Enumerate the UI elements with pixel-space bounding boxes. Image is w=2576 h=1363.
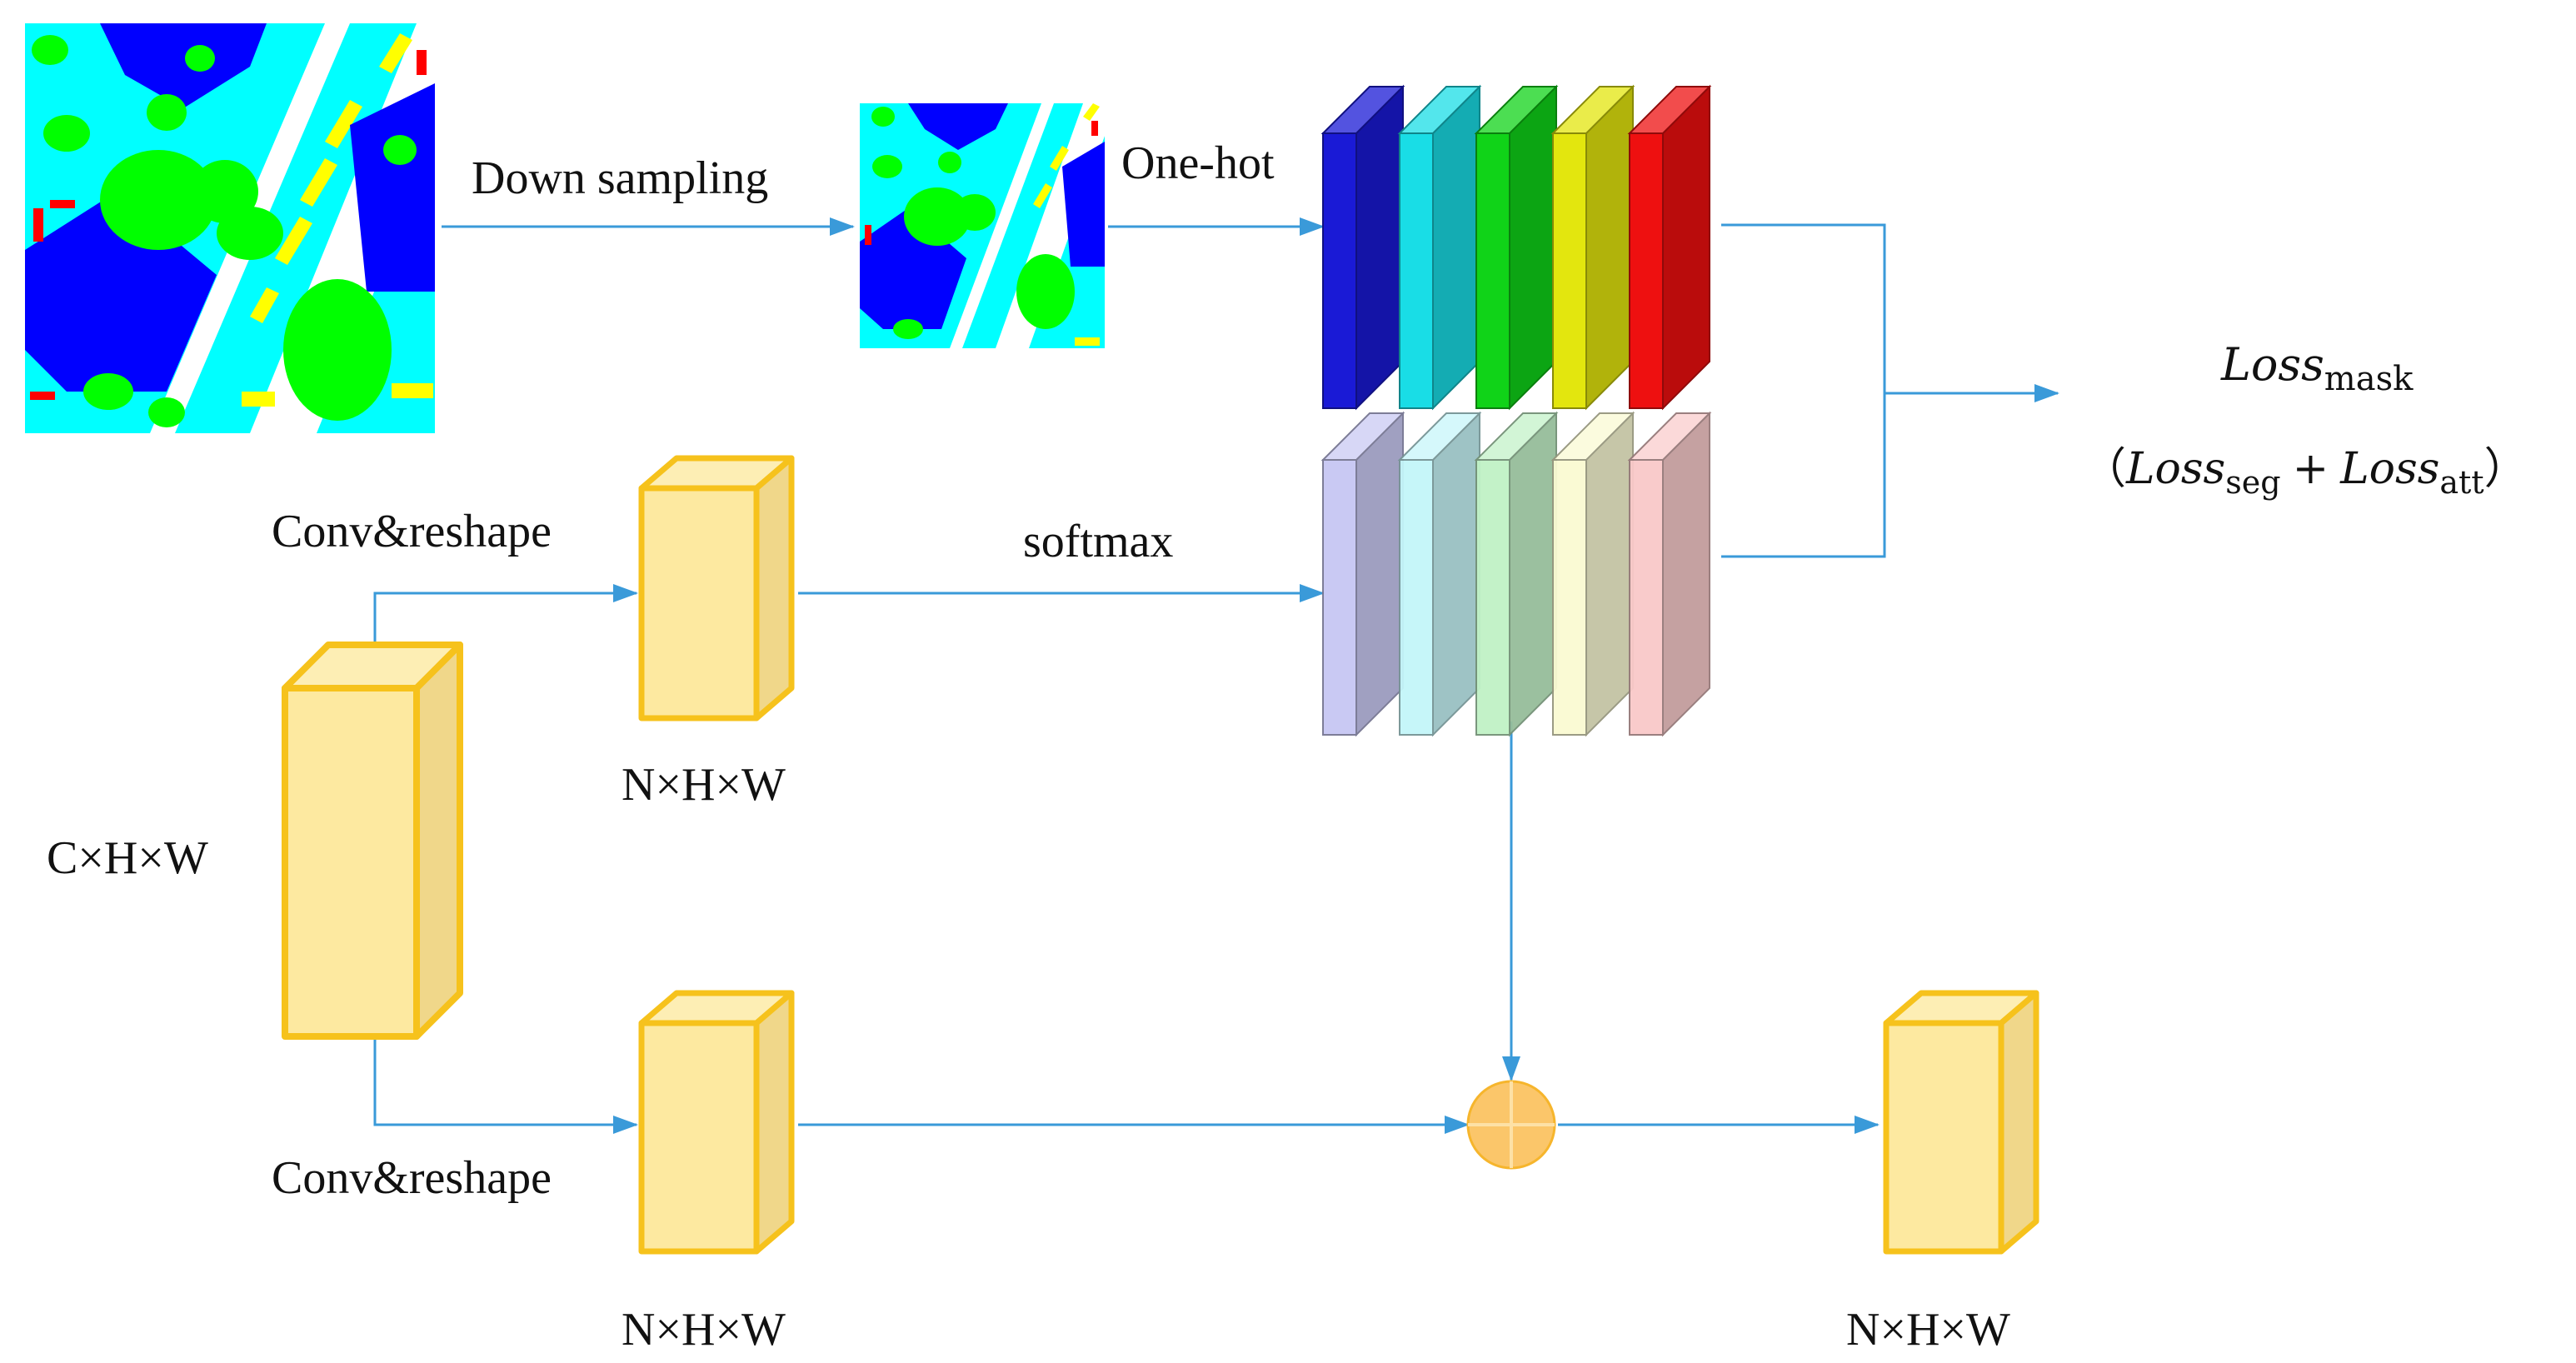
loss-composition: （Lossseg+Lossatt） (2083, 444, 2528, 501)
label-one-hot: One-hot (1121, 137, 1275, 189)
one-hot-slab-3 (1474, 84, 1559, 411)
softmax-stack (1320, 411, 1712, 737)
softmax-slab-5 (1627, 411, 1712, 737)
one-hot-slab-1 (1320, 84, 1405, 411)
label-output-dims: N×H×W (1846, 1304, 2010, 1356)
one-hot-slab-4 (1550, 84, 1635, 411)
arrow-conv-top (373, 584, 638, 653)
label-down-sampling: Down sampling (472, 152, 768, 204)
loss-att-sub: att (2439, 464, 2484, 501)
bottom-branch-block (638, 990, 795, 1255)
loss-mask: Lossmask (2220, 338, 2414, 398)
label-map-large-image (25, 23, 435, 433)
label-conv-reshape-bottom: Conv&reshape (272, 1152, 552, 1204)
loss-plus: + (2293, 444, 2329, 494)
top-branch-block (638, 455, 795, 721)
loss-seg-sub: seg (2225, 464, 2280, 501)
label-map-small-image (860, 103, 1105, 348)
one-hot-slab-2 (1397, 84, 1482, 411)
loss-mask-base: Loss (2220, 338, 2324, 391)
output-block (1883, 990, 2039, 1255)
connector-onehot-out (1721, 223, 1886, 558)
loss-close-paren: ） (2484, 444, 2528, 494)
softmax-slab-4 (1550, 411, 1635, 737)
loss-open-paren: （ (2083, 444, 2126, 494)
one-hot-slab-5 (1627, 84, 1712, 411)
softmax-slab-2 (1397, 411, 1482, 737)
arrow-conv-bottom (373, 1036, 638, 1134)
input-feature-block (282, 642, 463, 1040)
loss-att-base: Loss (2339, 444, 2439, 494)
label-conv-reshape-top: Conv&reshape (272, 506, 552, 557)
softmax-slab-3 (1474, 411, 1559, 737)
label-top-branch-dims: N×H×W (622, 759, 786, 811)
loss-mask-sub: mask (2324, 360, 2414, 398)
label-bottom-branch-dims: N×H×W (622, 1304, 786, 1356)
softmax-slab-1 (1320, 411, 1405, 737)
arrows (373, 217, 2059, 1134)
label-softmax: softmax (1023, 516, 1173, 567)
element-wise-sum-icon (1466, 1080, 1556, 1170)
label-input-dims: C×H×W (47, 832, 208, 884)
loss-seg-base: Loss (2125, 444, 2225, 494)
one-hot-stack (1320, 84, 1712, 411)
